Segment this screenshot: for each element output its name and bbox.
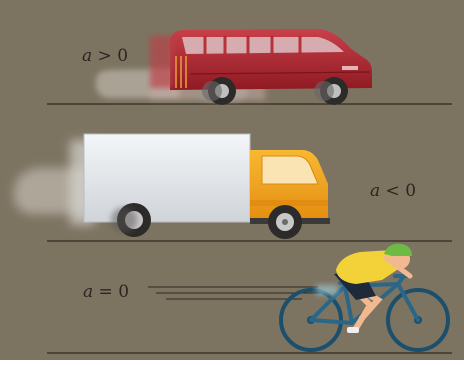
acceleration-label-zero: a = 0 [83, 282, 129, 302]
acceleration-label-negative: a < 0 [370, 181, 416, 201]
acceleration-value: 0 [118, 282, 129, 302]
truck-front-wheel [268, 205, 302, 239]
acceleration-value: 0 [117, 46, 128, 66]
relation-sign: = [99, 282, 113, 302]
acceleration-label-positive: a > 0 [82, 46, 128, 66]
truck-cargo-box [84, 134, 250, 222]
acceleration-symbol: a [370, 181, 380, 201]
acceleration-symbol: a [82, 46, 92, 66]
acceleration-symbol: a [83, 282, 93, 302]
relation-sign: > [98, 46, 112, 66]
acceleration-value: 0 [405, 181, 416, 201]
relation-sign: < [386, 181, 400, 201]
